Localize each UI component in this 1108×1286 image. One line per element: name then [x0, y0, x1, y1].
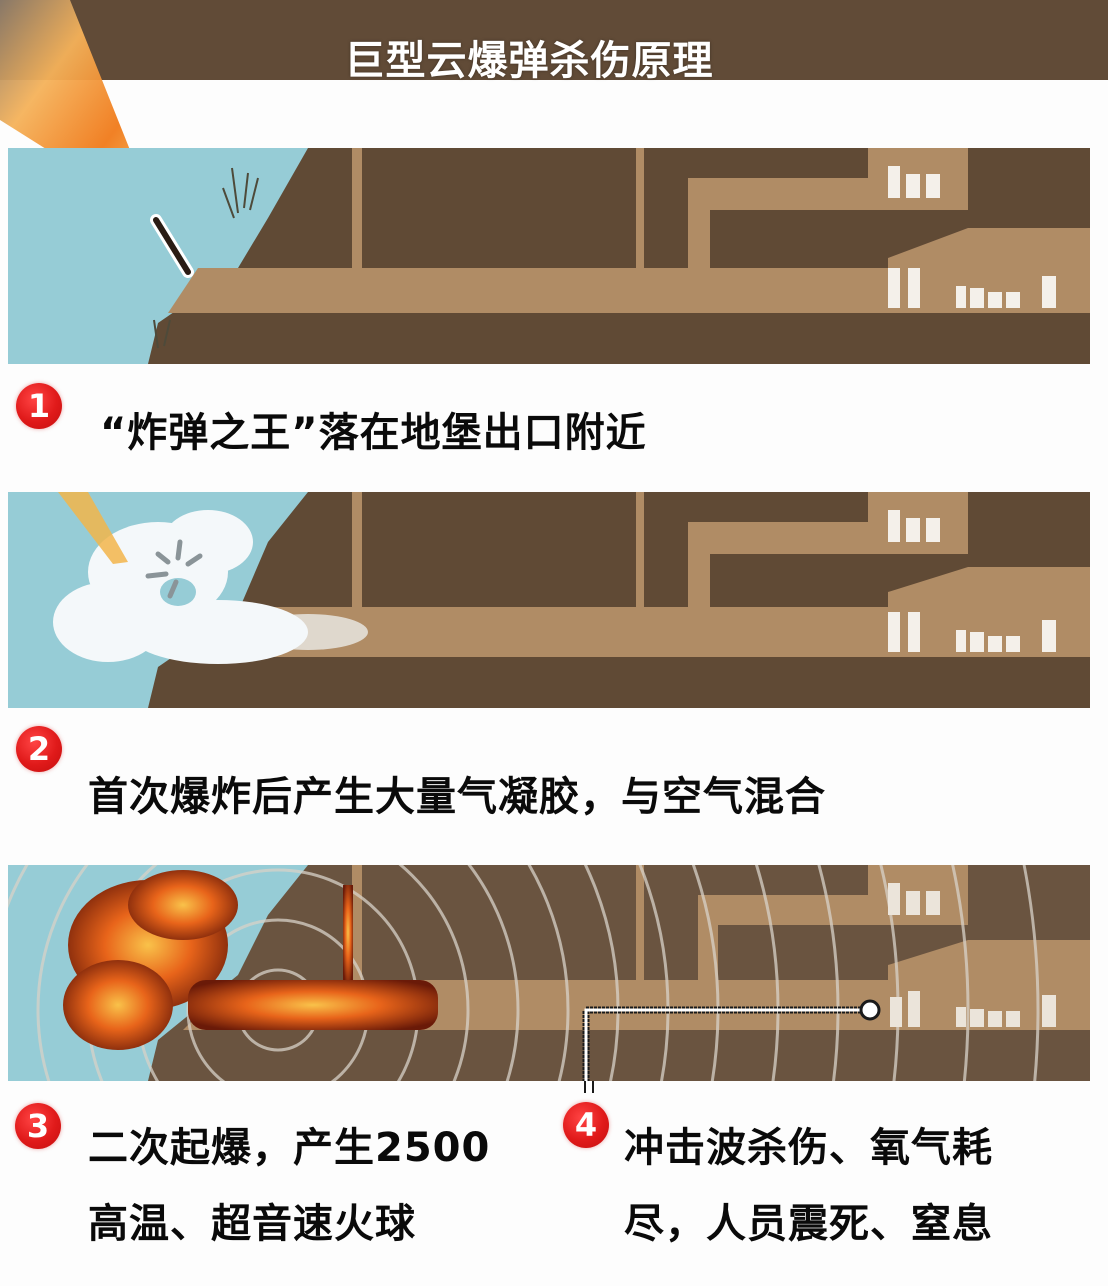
- step-caption-3-line-2: 高温、超音速火球: [88, 1201, 416, 1247]
- callout-line: [582, 999, 881, 1081]
- soldier-silhouettes-icon: [888, 883, 1056, 1027]
- step-badge-4: 4: [563, 1102, 609, 1148]
- bunker-cross-section-1: [8, 148, 1090, 364]
- step-badge-1: 1: [16, 383, 62, 429]
- step-caption-4: 冲击波杀伤、氧气耗 尽，人员震死、窒息: [624, 1110, 993, 1262]
- title-text: 巨型云爆弹杀伤原理: [344, 38, 714, 84]
- header-band: [0, 0, 1108, 80]
- aerosol-cloud-icon: [53, 510, 368, 664]
- step-caption-1: “炸弹之王”落在地堡出口附近: [100, 410, 647, 456]
- scene-panel-2: [8, 492, 1090, 708]
- scene-panel-1: [8, 148, 1090, 364]
- soldier-silhouettes-icon: [888, 510, 1056, 652]
- step-caption-4-line-1: 冲击波杀伤、氧气耗: [624, 1125, 993, 1171]
- scene-panel-3: [8, 865, 1090, 1081]
- step-badge-2: 2: [16, 726, 62, 772]
- step-caption-3: 二次起爆，产生2500 高温、超音速火球: [88, 1110, 490, 1262]
- page-title: 巨型云爆弹杀伤原理: [0, 28, 1108, 86]
- burst-icon: [145, 539, 203, 599]
- bunker-cross-section-2: [8, 492, 1090, 708]
- bomb-icon: [150, 214, 194, 278]
- soldier-silhouettes-icon: [888, 166, 1056, 308]
- step-caption-4-line-2: 尽，人员震死、窒息: [624, 1201, 993, 1247]
- grass-icon: [153, 167, 259, 349]
- bunker-cross-section-3: [8, 865, 1090, 1081]
- callout-line-tail: [584, 1081, 594, 1093]
- step-caption-2: 首次爆炸后产生大量气凝胶，与空气混合: [88, 774, 826, 820]
- step-caption-3-line-1: 二次起爆，产生2500: [88, 1125, 491, 1171]
- fireball-icon: [63, 870, 438, 1050]
- step-badge-3: 3: [15, 1103, 61, 1149]
